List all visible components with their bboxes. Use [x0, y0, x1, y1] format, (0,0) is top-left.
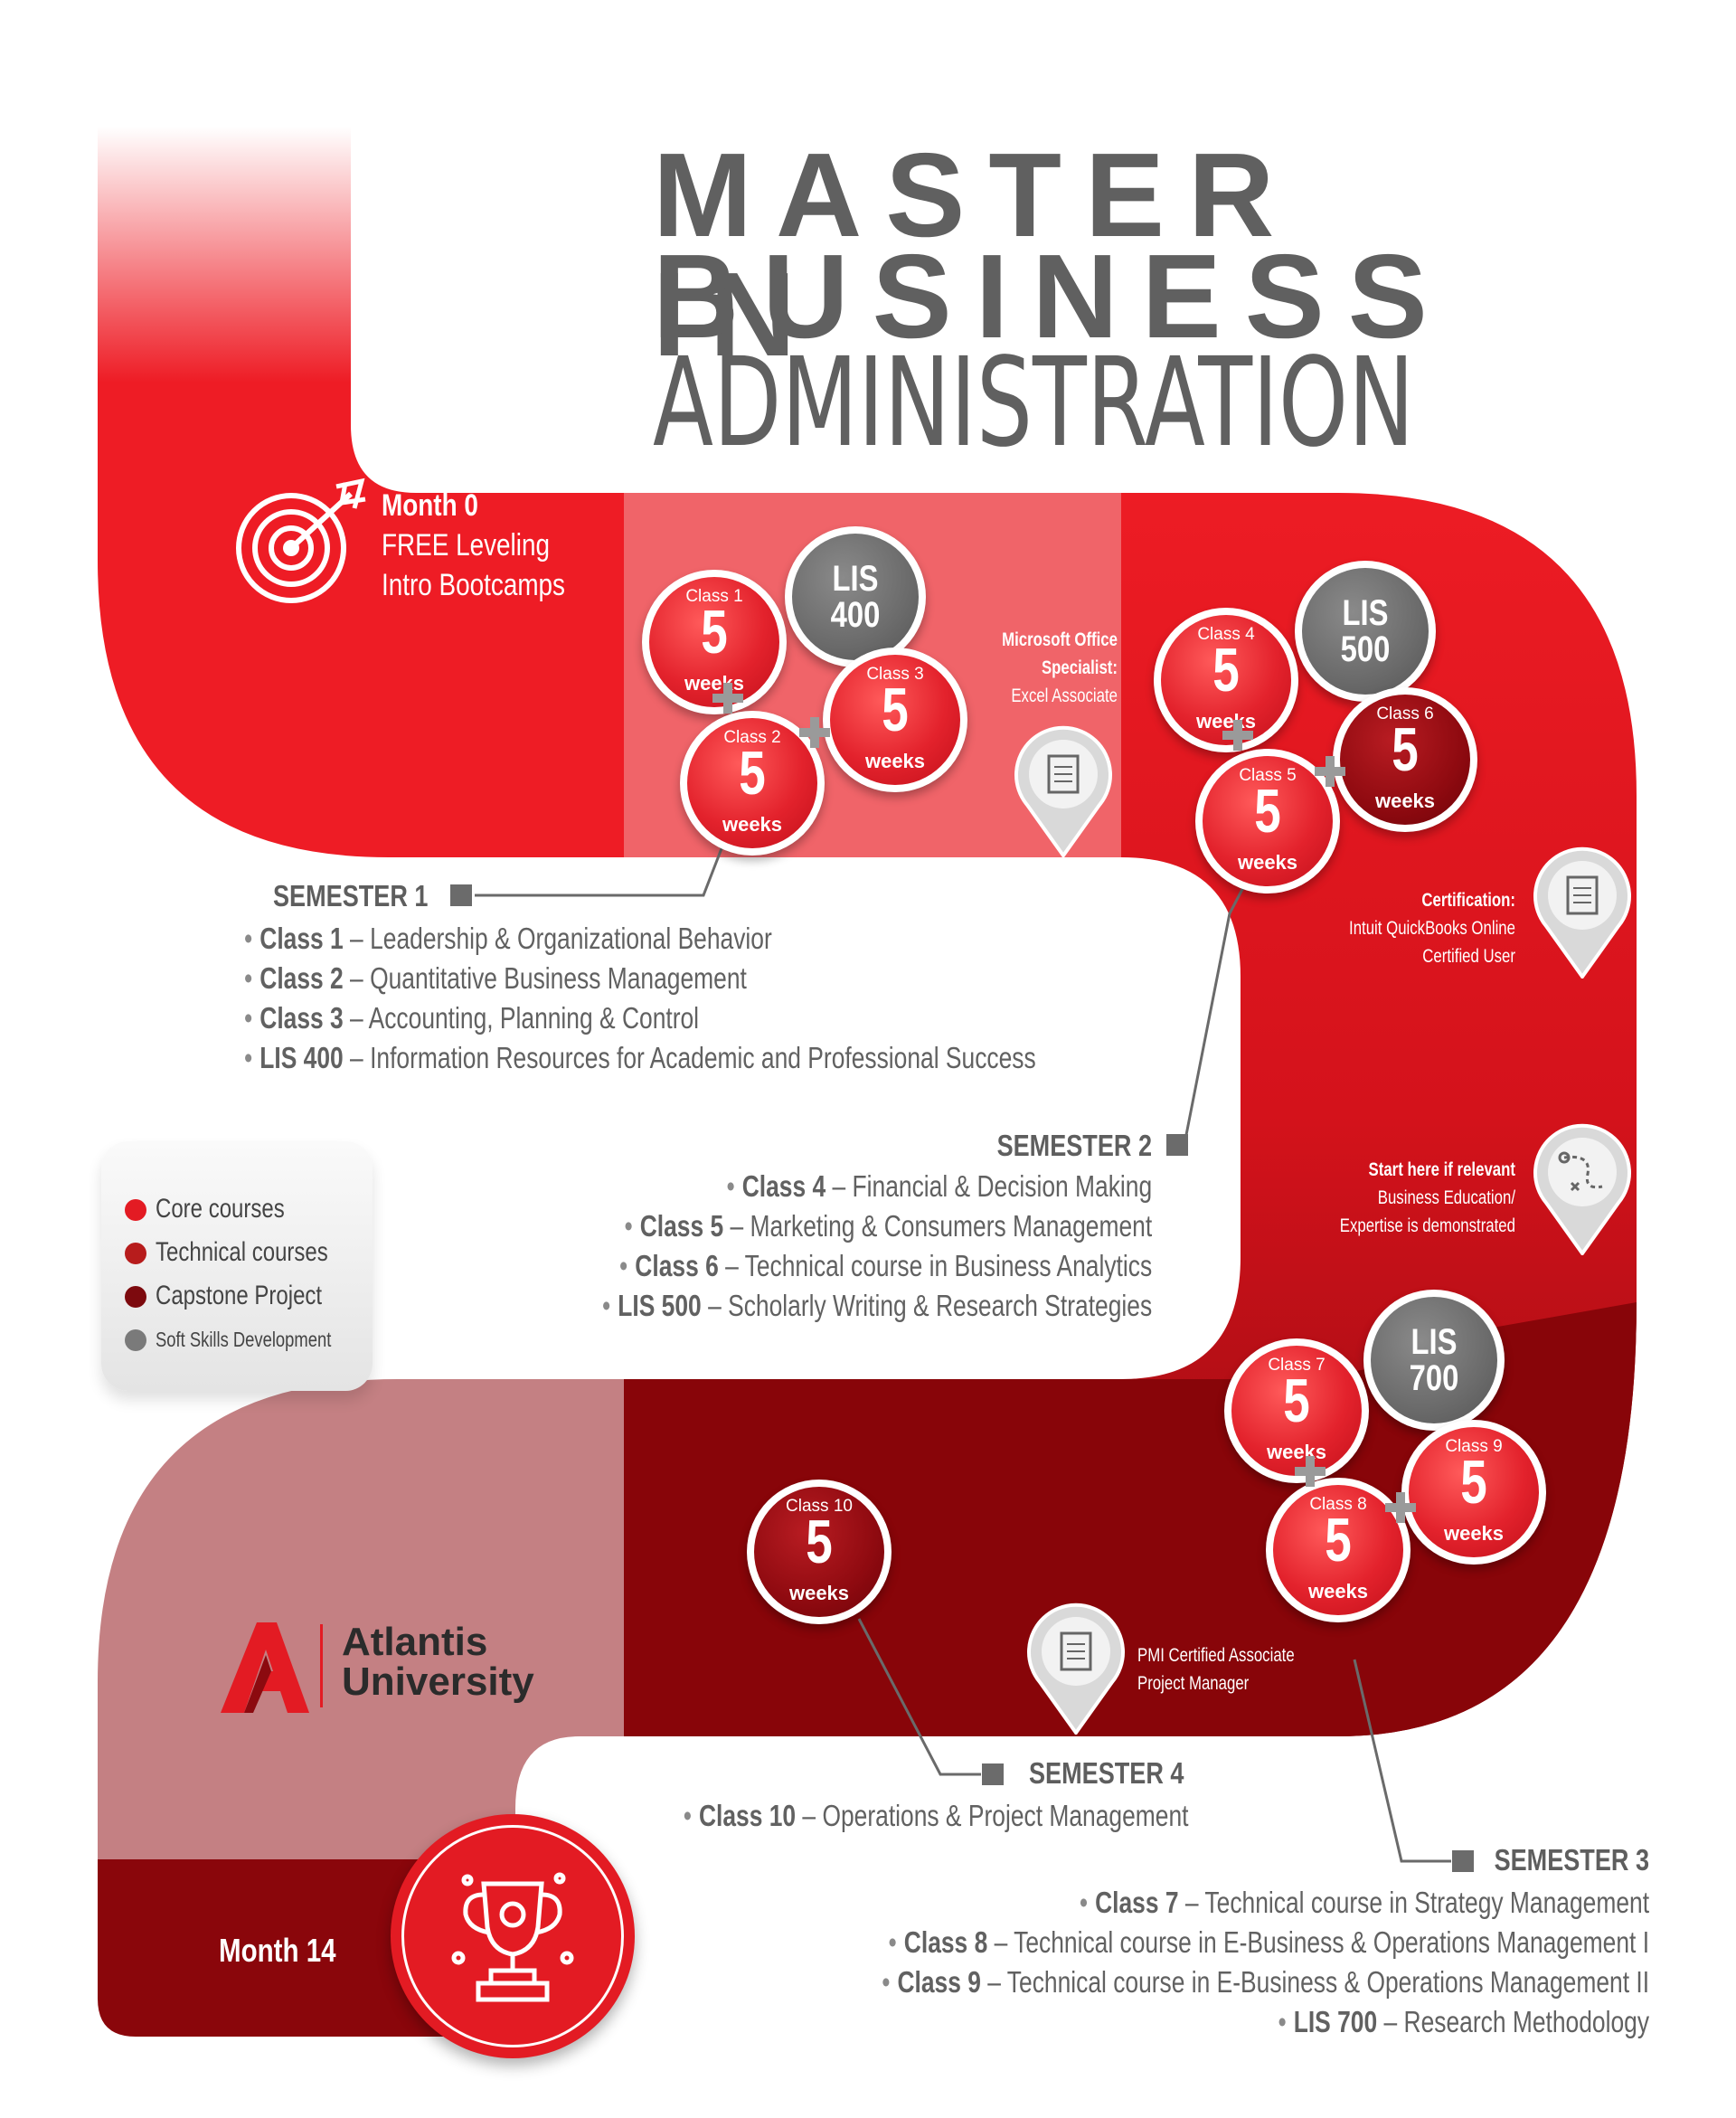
certificate-scroll-icon	[1014, 725, 1112, 857]
target-icon	[236, 477, 366, 603]
list-item: •Class 4 – Financial & Decision Making	[726, 1169, 1152, 1203]
list-item: •LIS 700 – Research Methodology	[1278, 2005, 1649, 2038]
certificate-scroll-icon	[1027, 1603, 1125, 1735]
legend-label-technical: Technical courses	[156, 1237, 328, 1267]
connector-semester-1	[475, 838, 727, 897]
list-item: •Class 7 – Technical course in Strategy …	[1079, 1886, 1649, 1919]
legend-dot-soft-skills	[125, 1329, 146, 1351]
connector-semester-3	[1353, 1659, 1451, 1863]
cert-msoffice-line-2: Specialist:	[1041, 657, 1118, 678]
start-bootcamp-label: Intro Bootcamps	[382, 568, 566, 602]
list-item: •Class 6 – Technical course in Business …	[618, 1249, 1152, 1282]
semester-4-course-list: •Class 10 – Operations & Project Managem…	[557, 1796, 1188, 1836]
plus-icon	[799, 717, 830, 748]
page-title-line-1: MASTER IN	[653, 128, 1298, 381]
start-here-line-2: Business Education/	[1377, 1187, 1515, 1208]
plus-icon	[712, 683, 743, 714]
logo-text-line-1: Atlantis	[342, 1620, 488, 1664]
start-here-line-3: Expertise is demonstrated	[1339, 1215, 1515, 1236]
legend-dot-core	[125, 1199, 146, 1221]
cert-pmi-line-1: PMI Certified Associate	[1137, 1645, 1295, 1666]
page-title-line-3: ADMINISTRATION	[653, 332, 1415, 475]
semester-2-marker	[1166, 1134, 1188, 1156]
road-segment-capstone	[98, 1379, 624, 1859]
cert-quickbooks-line-1: Certification:	[1421, 890, 1515, 911]
list-item: •LIS 400 – Information Resources for Aca…	[244, 1041, 1036, 1074]
list-item: •Class 1 – Leadership & Organizational B…	[244, 922, 772, 955]
semester-2-course-list: •Class 4 – Financial & Decision Making •…	[465, 1167, 1152, 1326]
atlantis-logo-icon	[221, 1622, 309, 1713]
list-item: •Class 9 – Technical course in E-Busines…	[882, 1965, 1649, 1999]
semester-3-course-list: •Class 7 – Technical course in Strategy …	[690, 1883, 1649, 2042]
connector-semester-4	[857, 1618, 981, 1776]
list-item: •Class 8 – Technical course in E-Busines…	[888, 1925, 1649, 1959]
semester-1-marker	[450, 884, 472, 906]
cert-msoffice-line-1: Microsoft Office	[1002, 629, 1118, 650]
certificate-scroll-icon	[1533, 846, 1631, 979]
semester-3-marker	[1452, 1850, 1474, 1872]
cert-pmi-line-2: Project Manager	[1137, 1673, 1250, 1694]
legend-label-soft-skills: Soft Skills Development	[156, 1328, 332, 1351]
list-item: •Class 2 – Quantitative Business Managem…	[244, 961, 747, 995]
list-item: •Class 10 – Operations & Project Managem…	[683, 1799, 1188, 1832]
list-item: •Class 5 – Marketing & Consumers Managem…	[624, 1209, 1152, 1243]
trophy-icon	[451, 1872, 574, 2002]
plus-icon	[1385, 1492, 1416, 1523]
legend-label-capstone: Capstone Project	[156, 1281, 323, 1310]
cert-msoffice-line-3: Excel Associate	[1011, 686, 1118, 706]
trophy-badge	[391, 1814, 635, 2058]
page-title-line-2: BUSINESS	[653, 230, 1451, 363]
cert-quickbooks-line-2: Intuit QuickBooks Online	[1349, 918, 1515, 939]
plus-icon	[1315, 756, 1345, 787]
legend-label-core: Core courses	[156, 1194, 285, 1224]
logo-divider	[320, 1624, 323, 1707]
start-month-label: Month 0	[382, 488, 478, 523]
semester-3-heading: SEMESTER 3	[1494, 1843, 1649, 1877]
legend-dot-capstone	[125, 1286, 146, 1308]
end-month-label: Month 14	[219, 1932, 336, 1969]
legend-dot-technical	[125, 1243, 146, 1264]
semester-1-heading: SEMESTER 1	[273, 879, 429, 912]
semester-4-heading: SEMESTER 4	[1029, 1756, 1184, 1790]
list-item: •LIS 500 – Scholarly Writing & Research …	[601, 1289, 1152, 1322]
route-path-icon	[1533, 1123, 1631, 1255]
start-leveling-label: FREE Leveling	[382, 528, 550, 563]
legend: Core courses Technical courses Capstone …	[101, 1141, 373, 1391]
road-segment-semester-4	[624, 1302, 1637, 1736]
semester-1-course-list: •Class 1 – Leadership & Organizational B…	[244, 919, 1234, 1078]
plus-icon	[1222, 720, 1253, 751]
semester-2-heading: SEMESTER 2	[996, 1129, 1152, 1162]
plus-icon	[1295, 1456, 1326, 1487]
semester-4-marker	[982, 1763, 1004, 1785]
list-item: •Class 3 – Accounting, Planning & Contro…	[244, 1001, 700, 1035]
cert-quickbooks-line-3: Certified User	[1422, 946, 1515, 967]
logo-text-line-2: University	[342, 1659, 534, 1704]
start-here-line-1: Start here if relevant	[1368, 1159, 1515, 1180]
